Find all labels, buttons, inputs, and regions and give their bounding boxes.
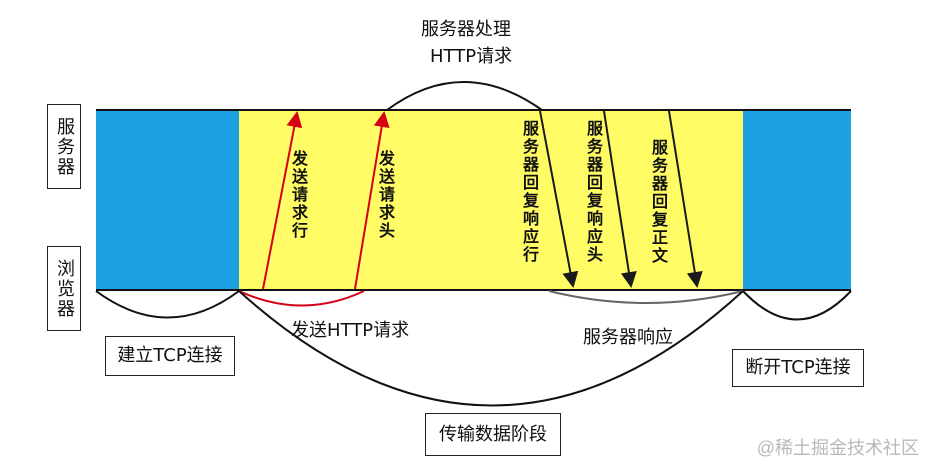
send-http-request-label: 发送HTTP请求 <box>291 320 410 341</box>
send-request-header-label: 发送请求头 <box>376 150 395 240</box>
tcp-connect-arc <box>95 290 240 319</box>
server-processing-arc <box>386 81 543 111</box>
server-reply-body-arrow <box>668 110 703 288</box>
server-reply-header-arrow <box>603 110 637 288</box>
server-response-arc <box>548 290 744 304</box>
tcp-disconnect-arc <box>742 290 852 321</box>
tcp-connect-label: 建立TCP连接 <box>105 336 235 376</box>
tcp-disconnect-label: 断开TCP连接 <box>732 349 864 387</box>
server-response-label: 服务器响应 <box>583 327 673 348</box>
server-reply-line-label: 服务器回复响应行 <box>520 120 539 264</box>
server-reply-line-arrow <box>539 110 579 288</box>
data-transfer-label: 传输数据阶段 <box>425 413 561 456</box>
server-processing-title-line2: HTTP请求 <box>430 46 513 67</box>
server-label: 服务器 <box>47 104 81 189</box>
server-reply-header-label: 服务器回复响应头 <box>584 120 603 264</box>
server-processing-title-line1: 服务器处理 <box>421 19 511 40</box>
server-reply-body-label: 服务器回复正文 <box>649 139 668 265</box>
send-request-line-arrow <box>262 111 303 290</box>
send-http-request-arc <box>238 290 365 307</box>
tcp-disconnect-block <box>743 110 851 290</box>
send-request-header-arrow <box>354 111 390 290</box>
tcp-connect-block <box>96 110 239 290</box>
data-transfer-block <box>239 110 743 290</box>
browser-label: 浏览器 <box>47 246 81 331</box>
watermark: @稀土掘金技术社区 <box>756 438 919 458</box>
send-request-line-label: 发送请求行 <box>289 150 308 240</box>
data-transfer-arc <box>238 290 744 407</box>
